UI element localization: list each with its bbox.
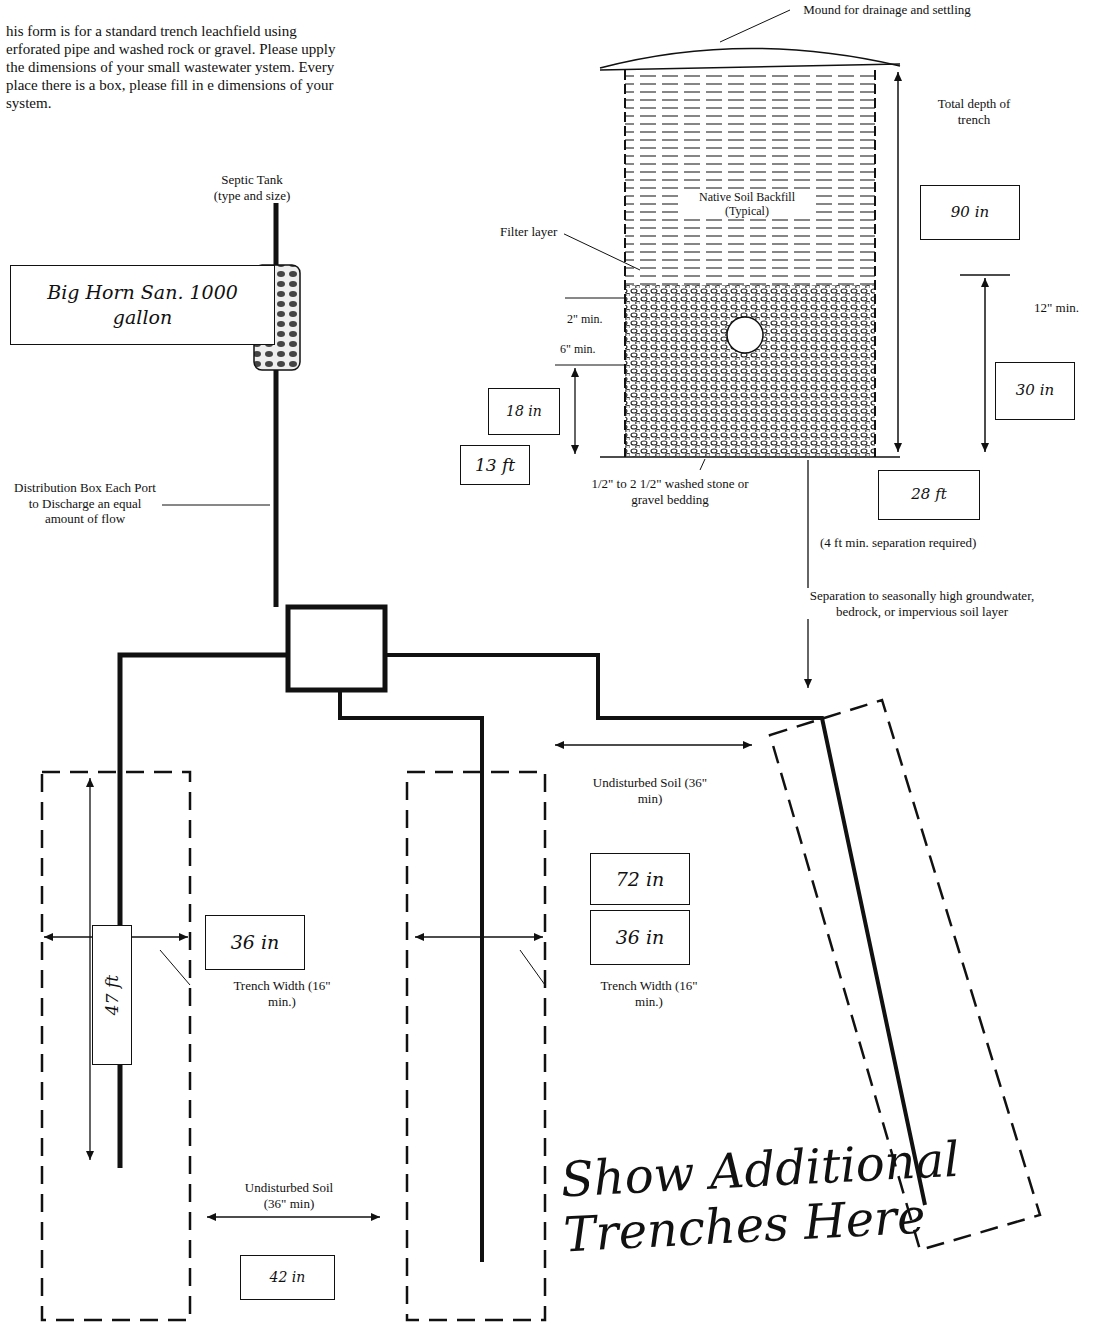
form-label: Trench Width (16" min.) — [592, 978, 706, 1009]
dimension-box: 72 in — [590, 853, 690, 905]
dimension-box: Big Horn San. 1000 gallon — [10, 265, 275, 345]
form-label: Separation to seasonally high groundwate… — [795, 588, 1049, 619]
dimension-box: 90 in — [920, 185, 1020, 240]
handwritten-value: 36 in — [231, 930, 280, 955]
form-label: his form is for a standard trench leachf… — [4, 22, 344, 112]
dimension-box: 28 ft — [878, 470, 980, 520]
dimension-box: 30 in — [995, 362, 1075, 420]
form-label: Trench Width (16" min.) — [225, 978, 339, 1009]
form-label: Undisturbed Soil (36" min) — [588, 775, 712, 806]
handwritten-value: 13 ft — [475, 454, 515, 476]
dimension-box: 36 in — [590, 910, 690, 965]
handwritten-value: 90 in — [951, 203, 989, 223]
dimension-box: 13 ft — [460, 445, 530, 485]
handwritten-value: 72 in — [616, 867, 665, 892]
dimension-box: 47 ft — [92, 925, 132, 1065]
dimension-box: 42 in — [240, 1255, 335, 1300]
form-label: Mound for drainage and settling — [800, 2, 974, 18]
dimension-box: 36 in — [205, 915, 305, 970]
form-label: Total depth of trench — [932, 96, 1016, 127]
handwritten-value: 30 in — [1016, 381, 1054, 401]
form-label: 6" min. — [558, 342, 617, 356]
form-label: Undisturbed Soil (36" min) — [232, 1180, 346, 1211]
form-label: Native Soil Backfill (Typical) — [680, 190, 814, 219]
form-label: 12" min. — [1032, 300, 1098, 316]
handwritten-value: 18 in — [506, 402, 542, 420]
form-label: (4 ft min. separation required) — [818, 535, 1022, 551]
handwritten-value: 28 ft — [911, 485, 946, 505]
form-label: 2" min. — [565, 312, 619, 326]
handwritten-value: 47 ft — [101, 975, 123, 1015]
handwritten-note: Show Additional Trenches Here — [557, 1127, 1046, 1263]
form-label: Distribution Box Each Port to Discharge … — [8, 480, 162, 527]
handwritten-value: Big Horn San. 1000 gallon — [11, 280, 274, 329]
handwritten-value: 36 in — [616, 925, 665, 950]
form-label: 1/2" to 2 1/2" washed stone or gravel be… — [588, 476, 752, 507]
form-label: Filter layer — [498, 224, 564, 240]
handwritten-value: 42 in — [270, 1268, 306, 1286]
dimension-box: 18 in — [488, 388, 560, 435]
form-label: Septic Tank (type and size) — [210, 172, 294, 203]
